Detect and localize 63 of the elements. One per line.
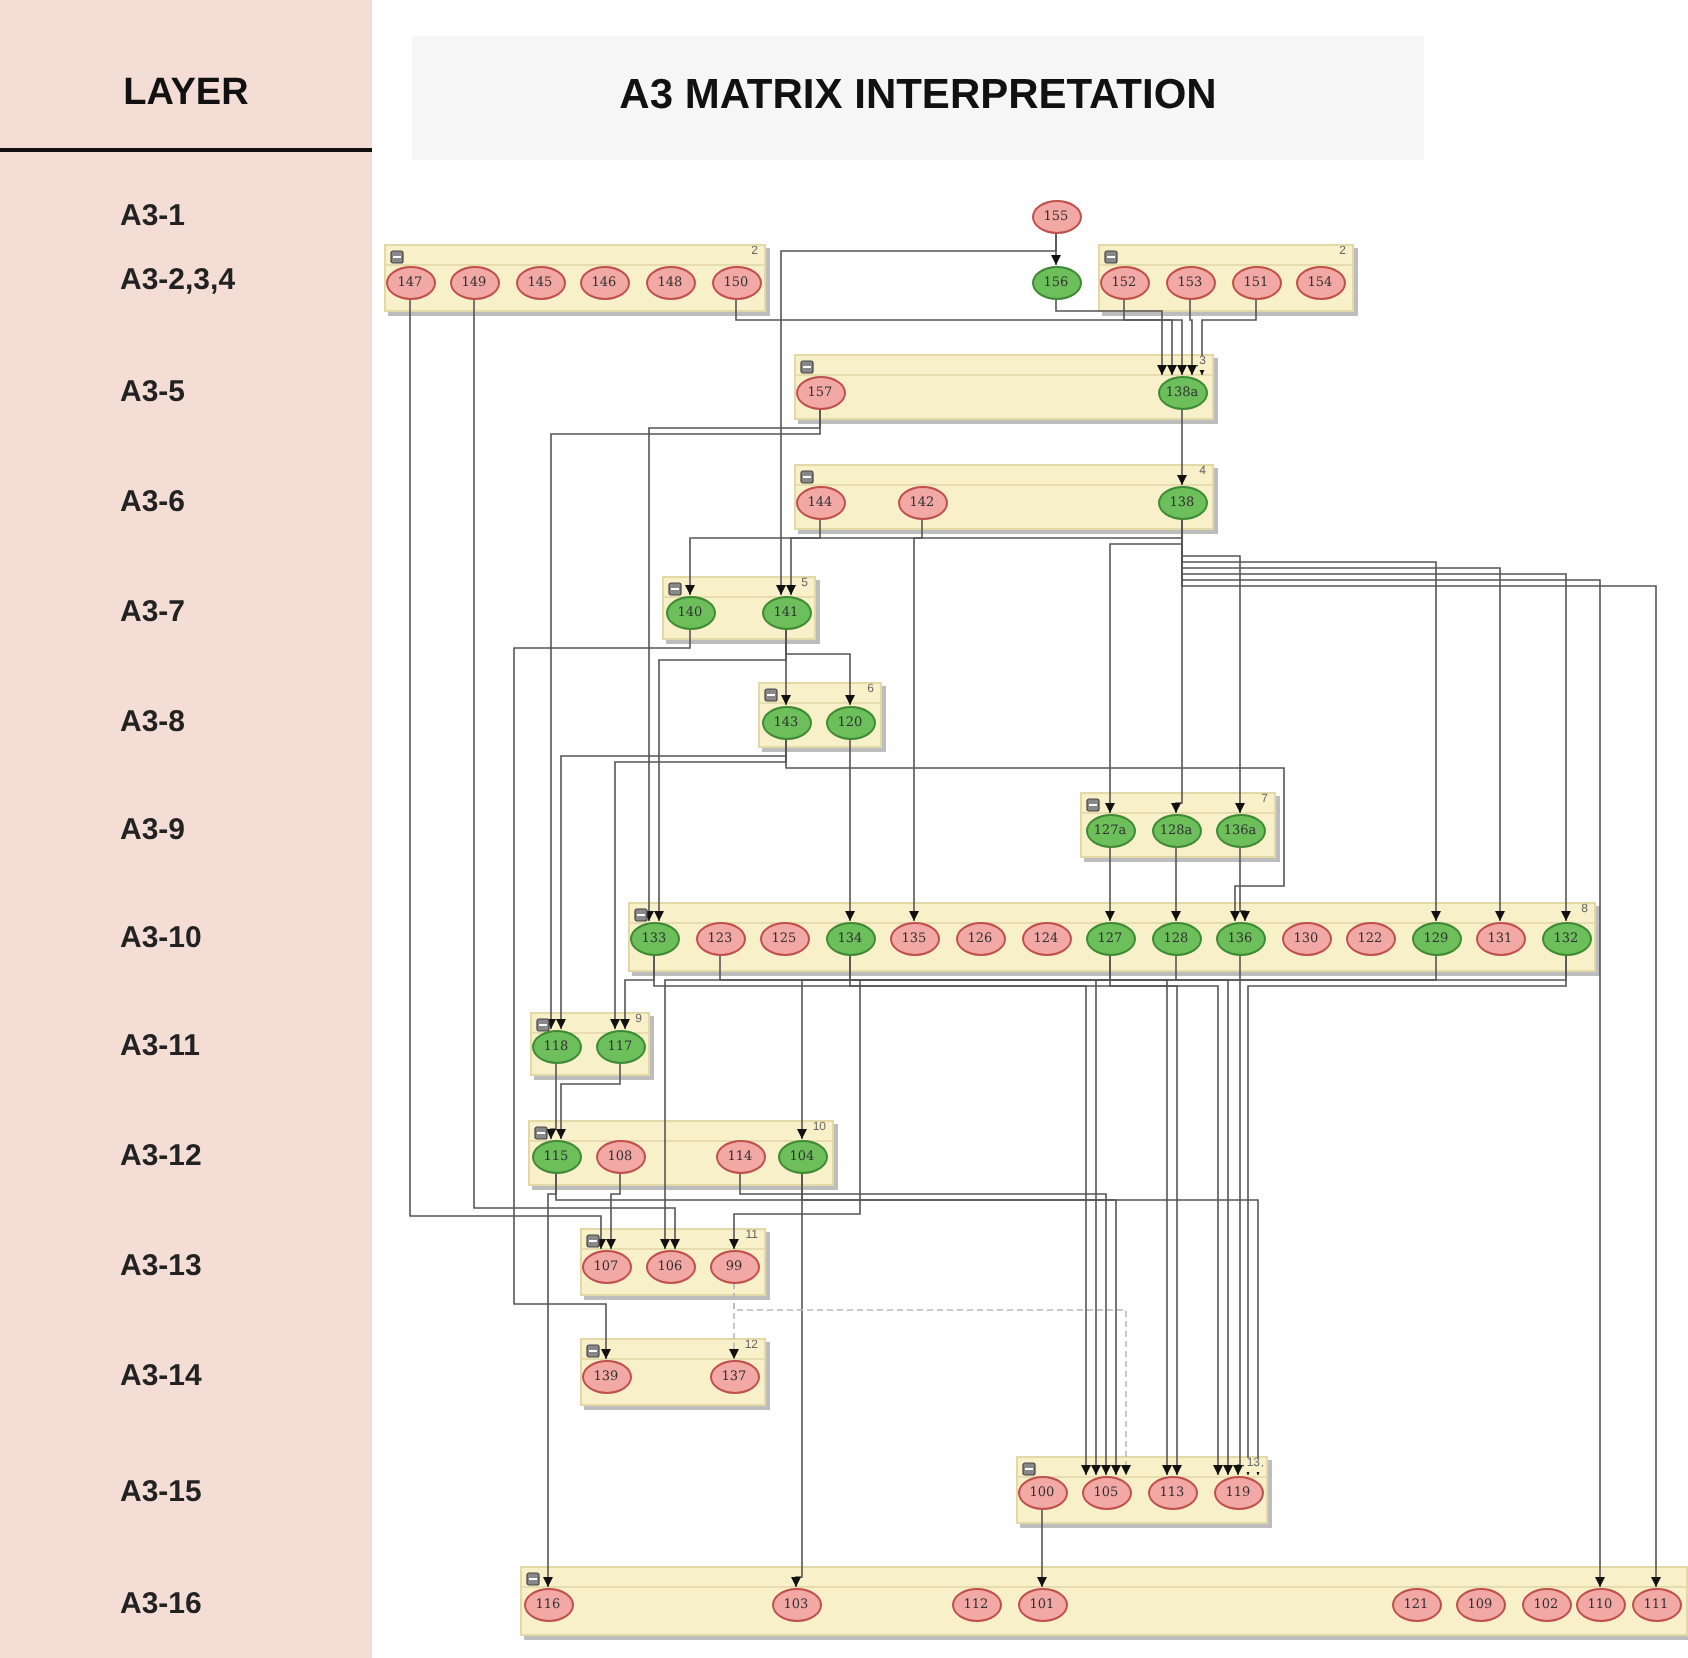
layer-label: A3-9 (120, 813, 186, 847)
layer-label: A3-14 (120, 1359, 202, 1393)
layer-label: A3-8 (120, 705, 186, 739)
layer-label: A3-1 (120, 199, 186, 233)
connector-arrow (1109, 954, 1223, 1476)
connector-arrow (849, 954, 1182, 1476)
connector-arrow (606, 1172, 621, 1250)
connector-arrow (1197, 298, 1257, 376)
group-panel (384, 244, 766, 312)
connector-arrow (845, 738, 855, 922)
connector-arrow (776, 232, 1057, 596)
layer-label: A3-6 (120, 485, 186, 519)
connector-arrow (801, 1172, 1263, 1476)
connector-arrow (1055, 298, 1167, 376)
group-panel (628, 902, 1596, 972)
connector-arrow (1177, 408, 1187, 486)
connector-arrow (555, 1172, 1121, 1476)
connector-arrow (1091, 954, 1437, 1476)
group-panel (520, 1566, 1688, 1636)
column-header: LAYER (121, 72, 251, 116)
connector-arrow (1243, 954, 1567, 1476)
connector-arrow (909, 518, 923, 922)
connector-arrow (546, 1062, 557, 1140)
connector-arrow (1123, 298, 1187, 376)
layer-label: A3-7 (120, 595, 186, 629)
layer-label: A3-10 (120, 921, 202, 955)
connector-arrow (1187, 298, 1197, 376)
layer-label: A3-13 (120, 1249, 202, 1283)
connector-arrow (653, 954, 1091, 1476)
connector-arrow (409, 298, 606, 1250)
layer-label: A3-15 (120, 1475, 202, 1509)
connector-arrow (556, 1062, 621, 1140)
connector-arrow (1171, 846, 1181, 922)
connector-arrow (513, 628, 691, 1360)
connector-arrow (473, 298, 680, 1250)
layer-label: A3-2,3,4 (120, 263, 236, 297)
connector-arrow (1175, 954, 1233, 1476)
connector-arrow (735, 298, 1177, 376)
connector-arrow (786, 518, 821, 596)
group-panel (1016, 1456, 1268, 1524)
group-panel (794, 464, 1214, 530)
connector-arrow (546, 408, 821, 1030)
layer-label: A3-11 (120, 1029, 201, 1063)
diagram-title: A3 MATRIX INTERPRETATION (617, 72, 1219, 120)
layer-label: A3-5 (120, 375, 186, 409)
layer-label: A3-16 (120, 1587, 202, 1621)
group-panel (758, 682, 882, 748)
group-panel (580, 1228, 766, 1296)
connector-arrow (1239, 846, 1250, 922)
layer-label: A3-12 (120, 1139, 202, 1173)
group-panel (1080, 792, 1276, 858)
connector-arrow (739, 1172, 1111, 1476)
group-panel (794, 354, 1214, 420)
group-panel (528, 1120, 834, 1186)
connector-arrow (1233, 954, 1243, 1476)
connector-arrow (719, 954, 1172, 1476)
group-panel (580, 1338, 766, 1406)
connector-arrow (1037, 1508, 1047, 1588)
connector-arrow (733, 1282, 1131, 1476)
group-panel (1098, 244, 1354, 312)
group-panel (530, 1012, 650, 1076)
connector-arrow (1105, 846, 1115, 922)
group-panel (662, 576, 816, 640)
